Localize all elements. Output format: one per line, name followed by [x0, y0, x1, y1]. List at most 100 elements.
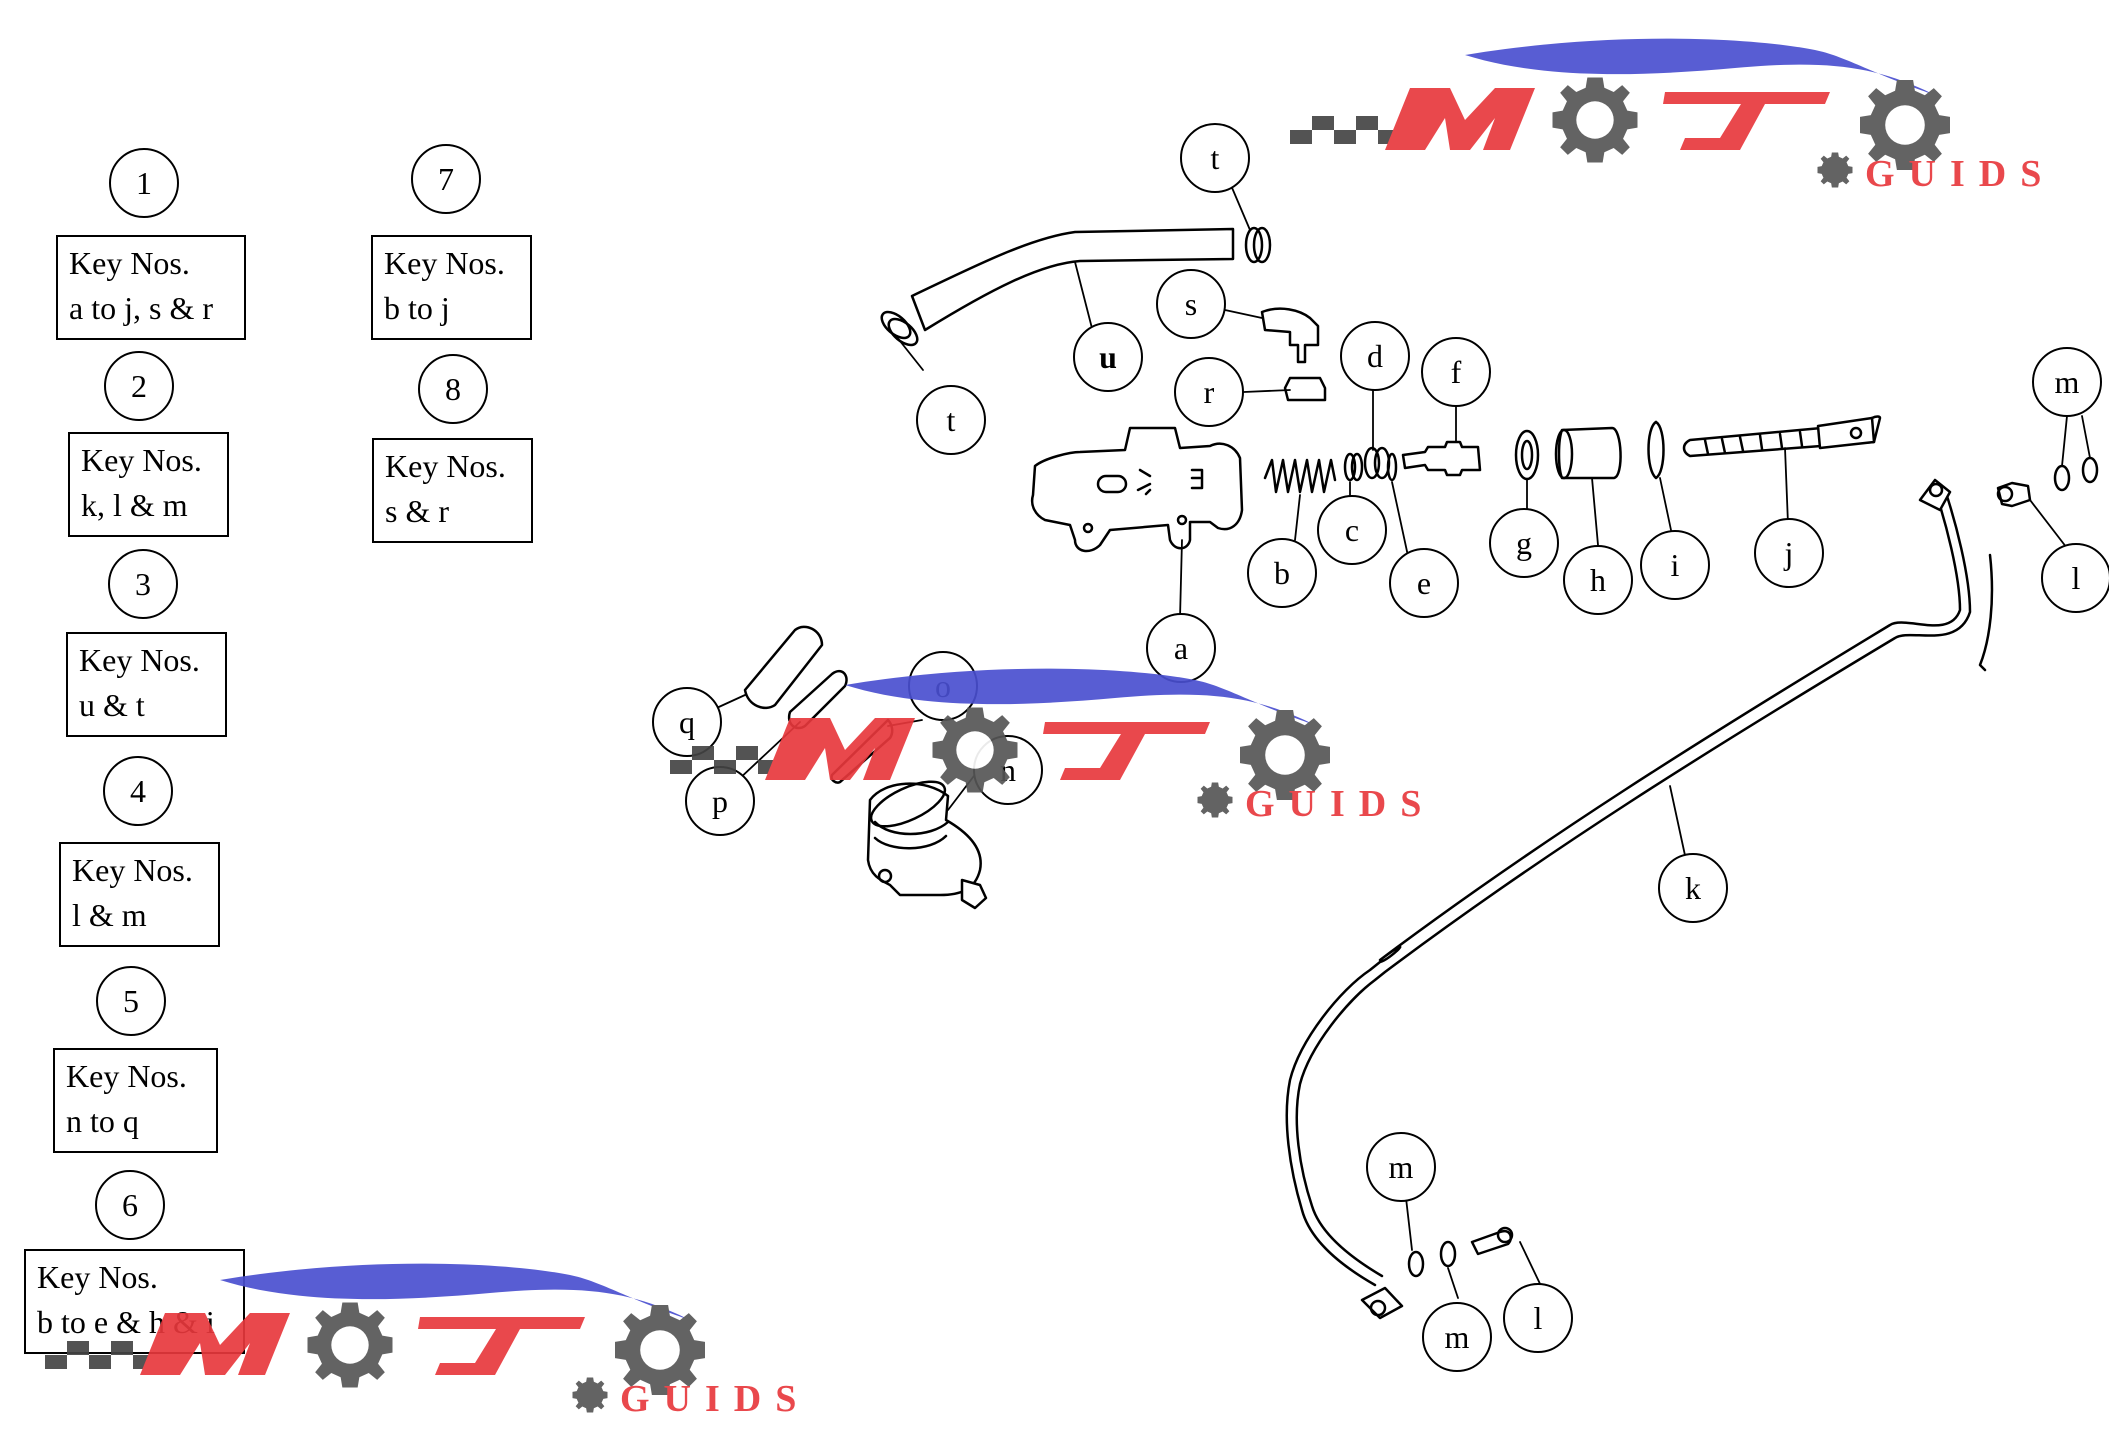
callout-m: m: [1389, 1149, 1414, 1185]
kit-heading: Key Nos.: [37, 1259, 158, 1295]
sealing-washer: [1407, 1250, 1425, 1278]
callout-j: j: [1784, 535, 1794, 571]
watermark-sub: GUIDS: [1245, 783, 1435, 825]
reservoir-hose: [910, 227, 1235, 332]
kit-number-circle: [95, 1170, 165, 1240]
callout-b: b: [1274, 555, 1290, 591]
callout-p: p: [712, 783, 728, 819]
dust-boot: [1557, 426, 1622, 480]
kit-keys: s & r: [385, 493, 449, 529]
callout-m: m: [1445, 1319, 1470, 1355]
banjo-bolt-head: [1996, 485, 2014, 503]
kit-number-circle: [108, 549, 178, 619]
kit-box-5: Key Nos. n to q: [53, 1048, 218, 1153]
callout-l: l: [2072, 560, 2081, 596]
kit-number-circle: [103, 756, 173, 826]
dust-boot-end: [1554, 428, 1574, 480]
sealing-washer: [2081, 456, 2099, 484]
clevis-hole: [1849, 426, 1863, 440]
cup-seal: [1350, 452, 1364, 482]
kit-keys: k, l & m: [81, 487, 188, 523]
hose-clip: [1244, 226, 1264, 264]
callout-s: s: [1185, 286, 1197, 322]
kit-box-3: Key Nos. u & t: [66, 632, 227, 737]
push-rod-clevis: [1816, 416, 1876, 450]
callout-g: g: [1516, 525, 1532, 561]
callout-k: k: [1685, 870, 1701, 906]
callout-l: l: [1534, 1300, 1543, 1336]
kit-keys: l & m: [72, 897, 147, 933]
kit-box-2: Key Nos. k, l & m: [68, 432, 229, 537]
elbow-connector: [1260, 307, 1320, 364]
reservoir-neck: [869, 780, 947, 828]
seal: [1283, 376, 1327, 402]
kit-number-circle: [418, 354, 488, 424]
push-rod: [1682, 415, 1882, 458]
callout-q: q: [679, 704, 695, 740]
reservoir-cap: [743, 625, 824, 710]
kit-number: 6: [122, 1187, 138, 1223]
kit-keys: u & t: [79, 687, 145, 723]
body-port: [1096, 474, 1128, 494]
body-hole: [1176, 514, 1188, 526]
pipe-fitting-bottom-ring: [1369, 1299, 1387, 1317]
hose-clip: [1252, 226, 1272, 264]
watermark-sub: GUIDS: [1865, 153, 2055, 195]
callout-t: t: [947, 402, 956, 438]
kit-heading: Key Nos.: [385, 448, 506, 484]
sealing-washer: [2053, 464, 2071, 492]
push-rod-thread: [1703, 430, 1804, 456]
body-hole: [1082, 522, 1094, 534]
kit-number: 2: [131, 368, 147, 404]
kit-box-4: Key Nos. l & m: [59, 842, 220, 947]
kit-keys: b to j: [384, 290, 450, 326]
washer: [1514, 429, 1540, 481]
callout-r: r: [1204, 374, 1215, 410]
sealing-washer: [1439, 1240, 1457, 1268]
kit-number-circle: [96, 966, 166, 1036]
kit-number: 1: [136, 165, 152, 201]
kit-heading: Key Nos.: [384, 245, 505, 281]
watermark-logo: GUIDS GUIDS GUIDS: [45, 38, 2055, 1420]
callout-e: e: [1417, 565, 1431, 601]
callout-h: h: [1590, 562, 1606, 598]
kit-number: 3: [135, 566, 151, 602]
cup-seal: [1363, 446, 1381, 480]
piston: [1401, 440, 1482, 477]
kit-number: 8: [445, 371, 461, 407]
kit-box-7: Key Nos. b to j: [371, 235, 532, 340]
callout-a: a: [1174, 630, 1188, 666]
circlip: [1647, 420, 1665, 480]
callout-u: u: [1099, 339, 1117, 375]
kit-box-8: Key Nos. s & r: [372, 438, 533, 543]
kit-number-circle: [411, 144, 481, 214]
reservoir-mount-hole: [877, 868, 893, 884]
kit-heading: Key Nos.: [79, 642, 200, 678]
reservoir-thread: [873, 820, 950, 850]
callout-m: m: [2055, 364, 2080, 400]
banjo-bolt-head: [1496, 1226, 1514, 1244]
washer-hole: [1520, 439, 1534, 471]
kit-heading: Key Nos.: [66, 1058, 187, 1094]
cup-seal: [1386, 452, 1398, 482]
brake-pipe-edge: [1295, 488, 1972, 1278]
body-detail: [1190, 468, 1204, 490]
kit-number-circle: [109, 148, 179, 218]
piston-spring: [1263, 458, 1337, 494]
pipe-fitting-top-ring: [1928, 482, 1944, 498]
kit-heading: Key Nos.: [69, 245, 190, 281]
watermark-sub: GUIDS: [620, 1378, 810, 1420]
kit-number-circle: [104, 351, 174, 421]
callout-d: d: [1367, 338, 1383, 374]
callout-f: f: [1451, 354, 1462, 390]
kit-heading: Key Nos.: [72, 852, 193, 888]
kit-box-1: Key Nos. a to j, s & r: [56, 235, 246, 340]
kit-number: 4: [130, 773, 146, 809]
brake-pipe-end: [1978, 553, 1994, 672]
kit-heading: Key Nos.: [81, 442, 202, 478]
kit-number: 5: [123, 983, 139, 1019]
kit-number: 7: [438, 161, 454, 197]
callout-t: t: [1211, 140, 1220, 176]
